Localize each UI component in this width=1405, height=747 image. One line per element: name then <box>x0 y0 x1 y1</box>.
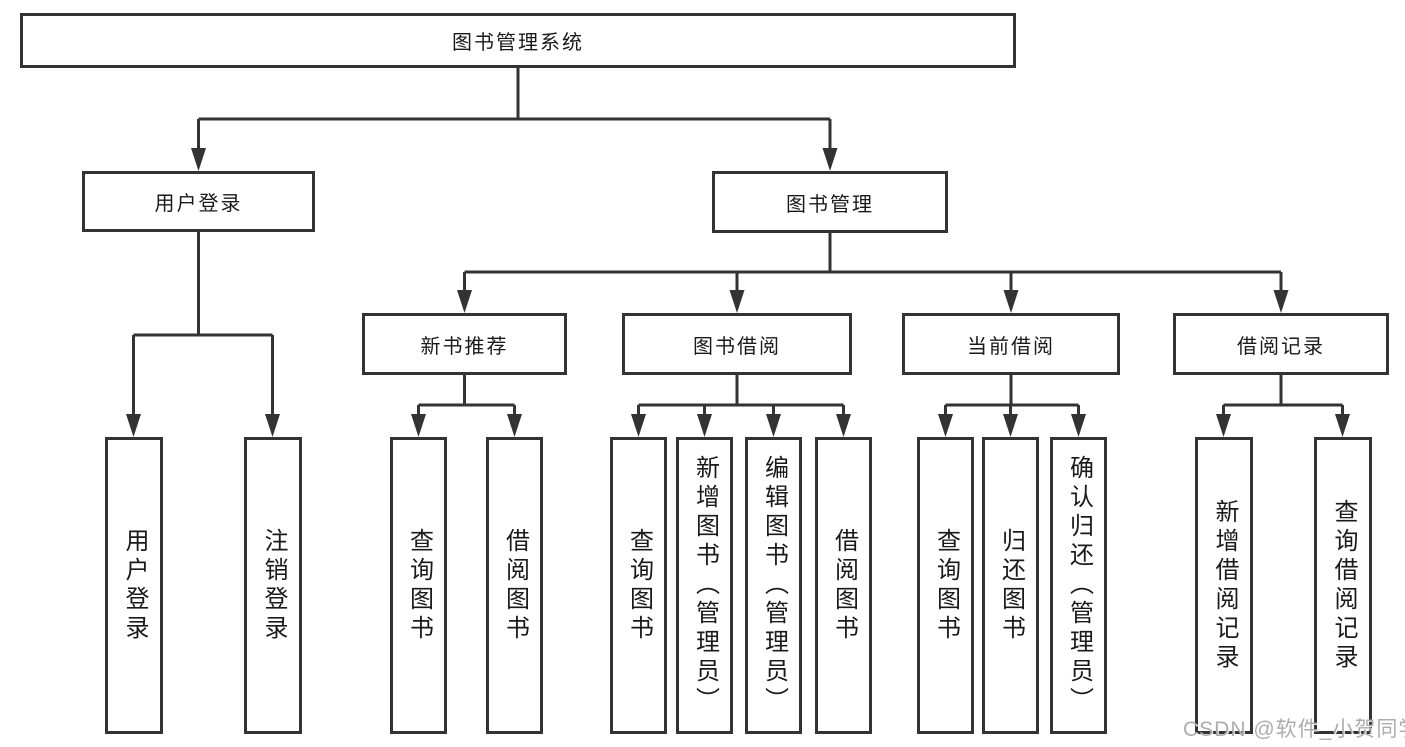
leaf-borrow-books-borrowing: 借阅图书 <box>815 437 872 734</box>
node-current-borrowing: 当前借阅 <box>902 313 1120 375</box>
leaf-confirm-return-admin-label: 确认归还（管理员） <box>1065 455 1093 716</box>
node-current-borrowing-label: 当前借阅 <box>967 335 1055 358</box>
leaf-query-books-recommend-label: 查询图书 <box>405 527 433 644</box>
arrowhead <box>822 148 838 171</box>
node-book-borrowing: 图书借阅 <box>622 313 852 375</box>
arrowhead <box>1335 414 1350 437</box>
leaf-user-login: 用户登录 <box>105 437 163 734</box>
arrowhead <box>411 414 426 437</box>
leaf-query-books-current-label: 查询图书 <box>932 527 960 644</box>
leaf-borrow-books-recommend-label: 借阅图书 <box>501 527 529 644</box>
leaf-add-borrow-record-label: 新增借阅记录 <box>1211 498 1238 673</box>
leaf-confirm-return-admin: 确认归还（管理员） <box>1050 437 1107 734</box>
leaf-query-books-borrowing: 查询图书 <box>610 437 667 734</box>
node-user-login: 用户登录 <box>82 171 315 232</box>
arrowhead <box>729 290 745 313</box>
leaf-return-books-label: 归还图书 <box>997 527 1025 644</box>
leaf-query-borrow-record-label: 查询借阅记录 <box>1330 498 1357 673</box>
connector-new-book-recommendation-children <box>417 375 516 419</box>
csdn-watermark: CSDN @软件_小贺同学 <box>1183 718 1405 741</box>
arrowhead <box>507 414 522 437</box>
leaf-add-book-admin: 新增图书（管理员） <box>676 437 733 734</box>
arrowhead <box>697 414 712 437</box>
arrowheads <box>126 148 1350 437</box>
node-book-management: 图书管理 <box>712 171 948 233</box>
connector-current-borrowing-children <box>944 375 1080 419</box>
arrowhead <box>1216 414 1231 437</box>
node-book-management-label: 图书管理 <box>786 193 874 216</box>
node-book-borrowing-label: 图书借阅 <box>693 335 781 358</box>
leaf-query-books-borrowing-label: 查询图书 <box>625 527 653 644</box>
arrowhead <box>191 148 206 171</box>
leaf-add-borrow-record: 新增借阅记录 <box>1195 437 1253 734</box>
arrowhead <box>938 414 953 437</box>
connector-book-borrowing-children <box>637 375 845 419</box>
node-borrowing-records-label: 借阅记录 <box>1237 335 1325 358</box>
node-root: 图书管理系统 <box>20 13 1016 68</box>
arrowhead <box>126 414 141 437</box>
node-root-label: 图书管理系统 <box>452 32 584 54</box>
connector-root-to-level2 <box>197 68 832 157</box>
leaf-add-book-admin-label: 新增图书（管理员） <box>691 455 719 716</box>
arrowhead <box>1003 290 1019 313</box>
connector-book-management-children <box>463 233 1283 295</box>
arrowhead <box>1003 414 1018 437</box>
leaf-query-books-current: 查询图书 <box>917 437 974 734</box>
node-new-book-recommendation: 新书推荐 <box>362 313 567 375</box>
leaf-borrow-books-recommend: 借阅图书 <box>486 437 543 734</box>
node-borrowing-records: 借阅记录 <box>1173 313 1389 375</box>
node-new-book-recommendation-label: 新书推荐 <box>420 335 509 358</box>
connector-borrowing-records-children <box>1222 375 1344 419</box>
connector-user-login-children <box>132 232 274 419</box>
arrowhead <box>457 290 472 313</box>
arrowhead <box>766 414 781 437</box>
leaf-query-borrow-record: 查询借阅记录 <box>1314 437 1372 734</box>
arrowhead <box>836 414 851 437</box>
leaf-edit-book-admin-label: 编辑图书（管理员） <box>760 455 788 716</box>
arrowhead <box>265 414 280 437</box>
arrowhead <box>631 414 646 437</box>
arrowhead <box>1273 290 1289 313</box>
leaf-logout: 注销登录 <box>244 437 302 734</box>
arrowhead <box>1071 414 1086 437</box>
leaf-user-login-label: 用户登录 <box>121 527 148 644</box>
leaf-edit-book-admin: 编辑图书（管理员） <box>745 437 802 734</box>
leaf-logout-label: 注销登录 <box>260 527 287 644</box>
leaf-query-books-recommend: 查询图书 <box>390 437 447 734</box>
leaf-borrow-books-borrowing-label: 借阅图书 <box>830 527 858 644</box>
node-user-login-label: 用户登录 <box>154 193 243 215</box>
leaf-return-books: 归还图书 <box>982 437 1039 734</box>
